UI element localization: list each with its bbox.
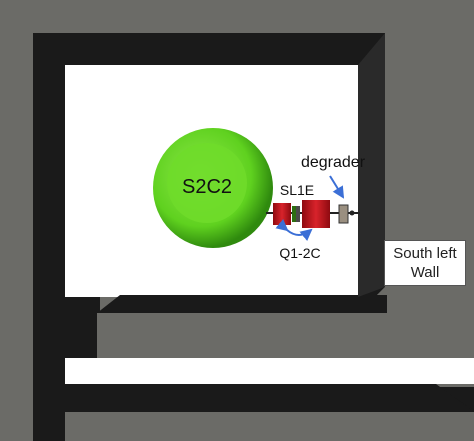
- degrader: [338, 204, 349, 224]
- slit-label: SL1E: [280, 182, 314, 198]
- wall-label-line1: South left: [393, 245, 457, 262]
- slit-sl1e: [273, 203, 291, 225]
- degrader-label: degrader: [301, 154, 366, 171]
- south-left-wall-label: South left Wall: [384, 240, 466, 286]
- quadrupole-magnet: [302, 200, 330, 228]
- degrader-arrow: [329, 175, 345, 199]
- cyclotron-label: S2C2: [182, 176, 232, 198]
- quad-label: Q1-2C: [279, 245, 320, 261]
- cyclotron-s2c2: S2C2: [153, 128, 273, 248]
- wall-label-line2: Wall: [410, 264, 440, 281]
- quad-bracket-arrow: [275, 218, 313, 242]
